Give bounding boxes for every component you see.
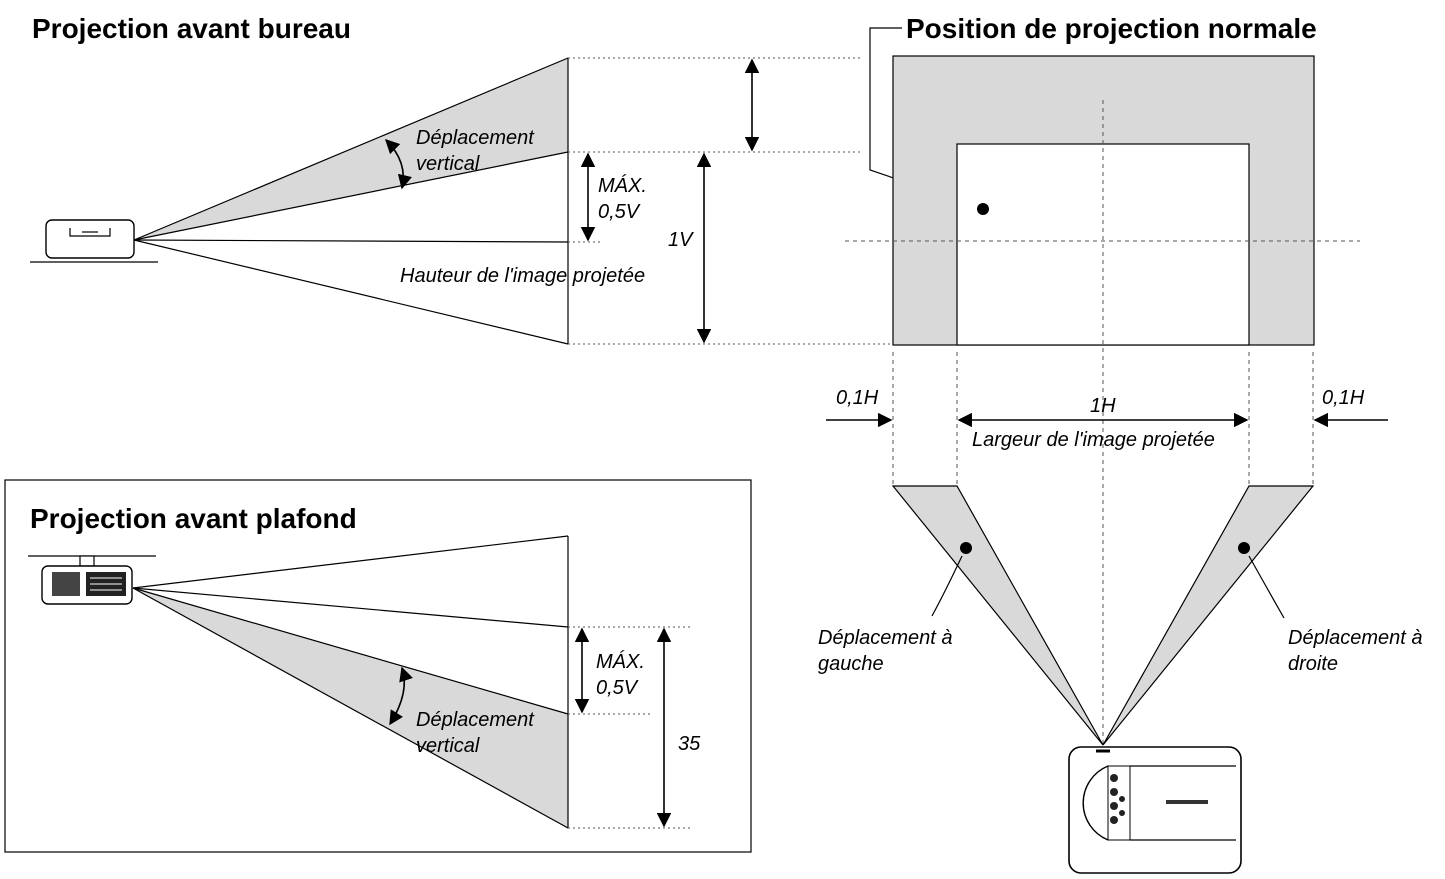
normal-h-left: 0,1H	[836, 387, 879, 409]
desk-max-label-2: 0,5V	[598, 201, 641, 223]
ceiling-title: Projection avant plafond	[30, 503, 357, 534]
ceiling-frame	[4, 479, 752, 853]
normal-title: Position de projection normale	[906, 13, 1317, 44]
ceiling-shift-arc	[389, 666, 413, 726]
ceiling-shift-label-2: vertical	[416, 735, 480, 757]
ceiling-projection-section: Projection avant plafond Déplacement ver…	[4, 479, 752, 853]
ceiling-projector-icon	[28, 555, 156, 605]
ceiling-shift-label-1: Déplacement	[416, 709, 535, 731]
normal-width-label: Largeur de l'image projetée	[972, 429, 1215, 451]
desk-shift-label-2: vertical	[416, 153, 480, 175]
normal-position-dot	[977, 203, 989, 215]
desk-projector-icon	[30, 219, 158, 263]
ceiling-v-label: 35	[678, 733, 701, 755]
normal-h-right: 0,1H	[1322, 387, 1365, 409]
normal-position-section: Position de projection normale 0,1H 0,1H…	[818, 13, 1423, 874]
ceiling-max-label-1: MÁX.	[596, 650, 645, 673]
left-shift-area	[891, 485, 1104, 746]
right-shift-label-1: Déplacement à	[1288, 627, 1423, 649]
desk-shift-arc	[384, 138, 412, 190]
right-shift-leader	[1248, 555, 1285, 619]
left-shift-leader	[931, 555, 963, 617]
top-view-projector-icon	[1068, 746, 1242, 874]
desk-projection-section: Projection avant bureau Déplacement vert…	[30, 13, 890, 345]
desk-title: Projection avant bureau	[32, 13, 351, 44]
ceiling-max-label-2: 0,5V	[596, 677, 639, 699]
right-shift-area	[1102, 485, 1315, 746]
right-shift-dot	[1238, 542, 1250, 554]
desk-shift-label-1: Déplacement	[416, 127, 535, 149]
left-shift-label-1: Déplacement à	[818, 627, 953, 649]
desk-height-label: Hauteur de l'image projetée	[400, 265, 645, 287]
normal-h-center: 1H	[1090, 395, 1116, 417]
left-shift-label-2: gauche	[818, 653, 884, 675]
desk-max-label-1: MÁX.	[598, 174, 647, 197]
desk-v-label: 1V	[668, 229, 694, 251]
right-shift-label-2: droite	[1288, 653, 1338, 675]
left-shift-dot	[960, 542, 972, 554]
